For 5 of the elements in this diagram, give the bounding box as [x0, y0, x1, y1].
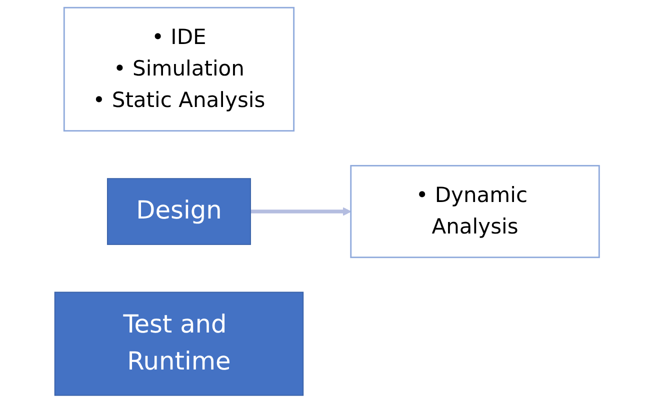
node-box: Design [106, 178, 251, 245]
arrow [250, 207, 352, 216]
node-box: • IDE • Simulation • Static Analysis [63, 6, 295, 132]
node-box: Test and Runtime [54, 292, 304, 396]
node-box: • Dynamic Analysis [350, 164, 600, 258]
